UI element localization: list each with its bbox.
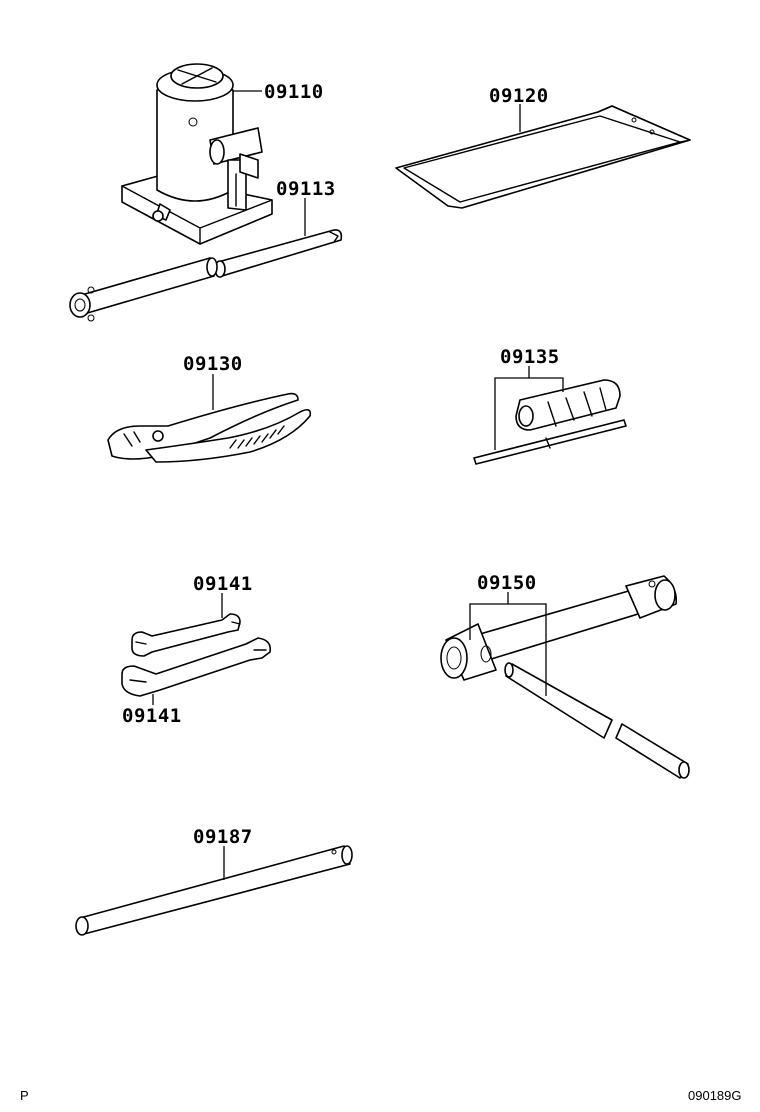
part-number-wrench-lower: 09141 [122,705,182,727]
part-number-lug-wrench: 09150 [477,572,537,594]
part-number-jack: 09110 [264,81,324,103]
wrench-upper-illustration [131,613,241,657]
lug-wrench-illustration [440,575,690,779]
part-number-wrench-upper: 09141 [193,573,253,595]
wrench-lower-illustration [121,637,272,697]
jack-handle-illustration [69,229,343,322]
footer-left-mark: P [20,1088,29,1103]
extension-bar-illustration [75,845,353,936]
pliers-illustration [107,392,312,463]
part-number-pliers: 09130 [183,353,243,375]
part-number-tool-bag: 09120 [489,85,549,107]
part-number-screwdriver: 09135 [500,346,560,368]
part-number-jack-handle: 09113 [276,178,336,200]
part-number-extension-bar: 09187 [193,826,253,848]
tool-bag-illustration [395,105,691,209]
bottle-jack-illustration [121,63,273,245]
screwdriver-illustration [473,379,627,465]
footer-diagram-code: 090189G [688,1088,742,1103]
